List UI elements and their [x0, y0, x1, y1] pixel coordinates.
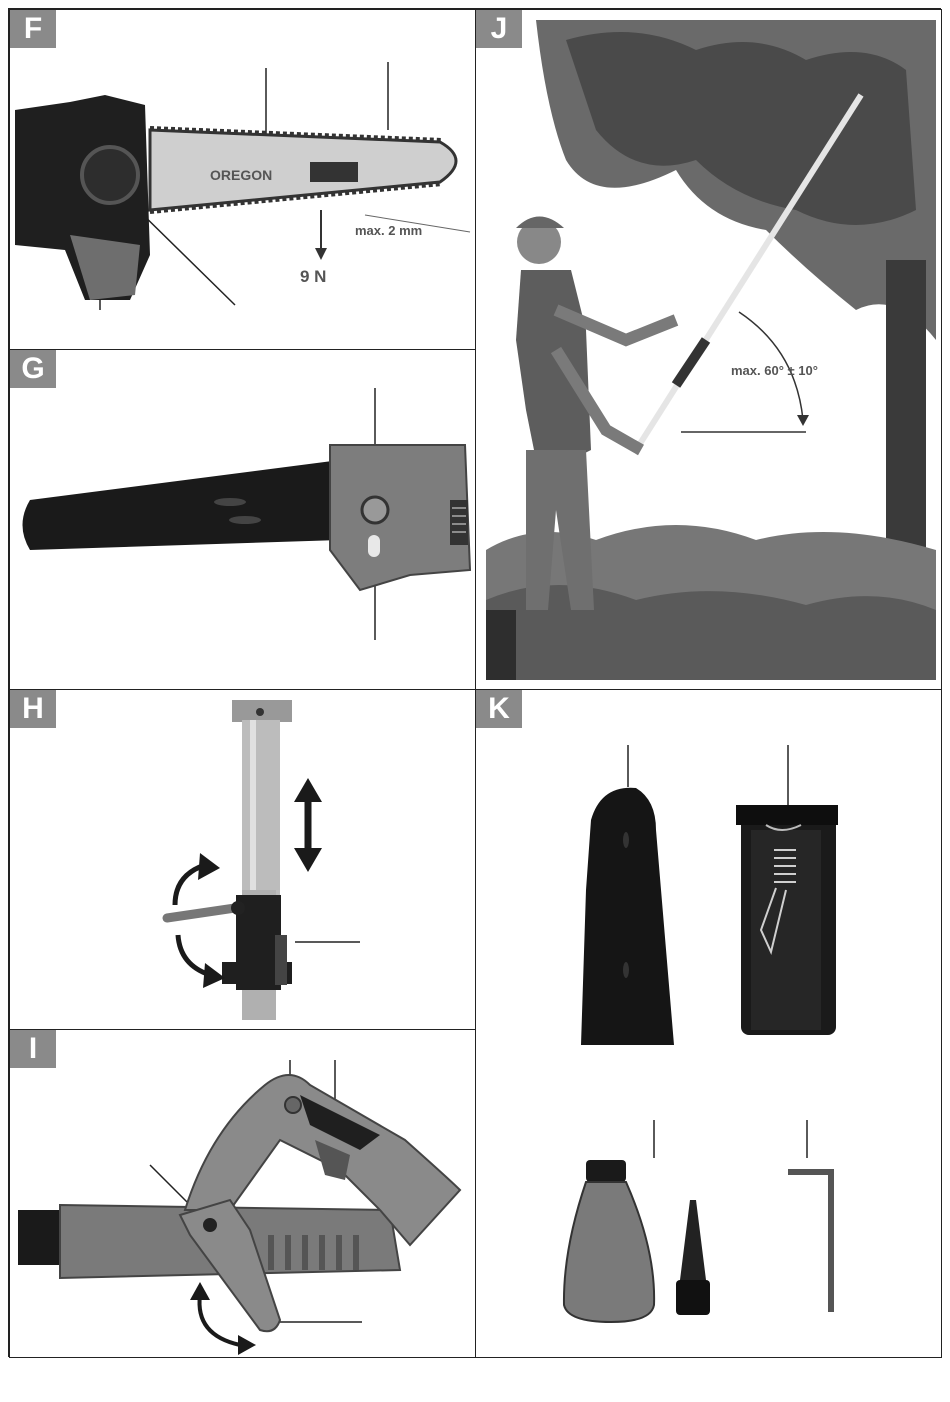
angle-text: max. 60° ± 10° [731, 363, 818, 378]
panel-label-i: I [10, 1030, 56, 1068]
panel-g: G [9, 349, 476, 690]
bar-brand-text: OREGON [210, 167, 272, 183]
panel-label-j: J [476, 10, 522, 48]
panel-label-k: K [476, 690, 522, 728]
max-depth-text: max. 2 mm [355, 223, 422, 238]
pull-force-text: 9 N [300, 267, 326, 286]
instruction-sheet: OREGON max. 2 mm 9 N F [8, 8, 941, 1357]
panel-f: OREGON max. 2 mm 9 N F [9, 9, 476, 350]
panel-j: max. 60° ± 10° J [475, 9, 942, 690]
panel-label-f: F [10, 10, 56, 48]
pruning-operation-illustration: max. 60° ± 10° [476, 10, 942, 690]
handle-illustration [10, 1030, 476, 1358]
panel-label-g: G [10, 350, 56, 388]
panel-label-h: H [10, 690, 56, 728]
telescopic-pole-illustration [10, 690, 476, 1030]
panel-i: I [9, 1029, 476, 1358]
panel-k: K [475, 689, 942, 1358]
chain-tension-illustration: OREGON max. 2 mm 9 N [10, 10, 476, 350]
panel-h: H [9, 689, 476, 1030]
accessories-illustration [476, 690, 942, 1358]
chain-bar-illustration [10, 350, 476, 690]
